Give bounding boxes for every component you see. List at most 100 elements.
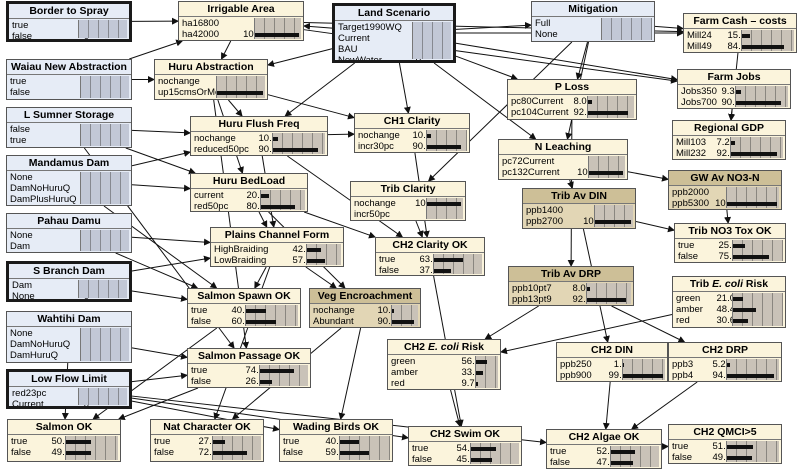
state-value: 0 (535, 29, 606, 40)
state-bar (427, 134, 431, 138)
state-bar (733, 308, 756, 312)
state-value: 90.0 (358, 141, 431, 152)
state-value: 56.5 (391, 356, 480, 367)
state-value: 92.0 (511, 107, 592, 118)
node-title: Regional GDP (673, 121, 785, 136)
node-pahau[interactable]: Pahau DamuNone0Dam0 (6, 213, 132, 253)
state-bar (434, 269, 451, 273)
node-sbranch[interactable]: S Branch DamDam0None0 (6, 261, 132, 302)
state-bar (434, 258, 463, 262)
node-lsumner[interactable]: L Sumner Storagefalse0true0 (6, 107, 132, 148)
node-mitigation[interactable]: MitigationFull0None0 (531, 1, 655, 42)
node-title: L Sumner Storage (7, 108, 131, 123)
state-value: 51.0 (672, 441, 731, 452)
node-irrigable[interactable]: Irrigable Areaha168000ha42000100 (178, 1, 304, 41)
state-bar (727, 374, 774, 378)
node-title: Huru Flush Freq (191, 117, 327, 132)
belief-bar-panel (475, 356, 498, 388)
node-title: P Loss (508, 80, 636, 95)
state-bar (733, 297, 743, 301)
node-title: Mitigation (532, 2, 654, 17)
state-value: 10.0 (313, 305, 396, 316)
node-title: CH2 E. coli Risk (388, 340, 500, 355)
state-bar (427, 145, 461, 149)
belief-bar-panel (216, 76, 265, 98)
node-border[interactable]: Border to Spraytrue0false0 (6, 1, 132, 42)
node-nleaching[interactable]: N Leachingpc72Current0pc132Current100 (498, 139, 628, 180)
node-land[interactable]: Land ScenarioTarget1990WQ0Current0BAU0Ne… (332, 3, 456, 63)
node-waiau[interactable]: Waiau New Abstractiontrue0false0 (6, 59, 132, 100)
state-value: 60.0 (191, 316, 250, 327)
state-bar (261, 194, 269, 198)
node-gwav[interactable]: GW Av NO3-Nppb20000ppb5300100 (668, 170, 782, 210)
node-title: CH2 Swim OK (409, 427, 521, 442)
state-value: 27.1 (154, 436, 217, 447)
state-value: 9.30 (681, 86, 740, 97)
node-tribdin[interactable]: Trib Av DINppb14000ppb2700100 (522, 188, 636, 229)
state-bar (742, 45, 784, 49)
state-bar (611, 461, 633, 465)
state-value: 9.76 (391, 378, 480, 389)
state-value: 49.0 (672, 452, 731, 463)
state-bar (623, 374, 663, 378)
state-value: 10.0 (194, 133, 277, 144)
node-title: CH2 DRP (669, 343, 781, 358)
node-title: CH1 Clarity (355, 114, 469, 129)
state-bar (733, 255, 769, 259)
state-value: 72.9 (154, 447, 217, 458)
state-value: 54.2 (412, 443, 475, 454)
belief-bar-panel (610, 446, 659, 467)
state-bar (307, 248, 321, 252)
node-lowflow[interactable]: Low Flow Limitred23pc0Current0 (6, 369, 132, 409)
state-value: 100 (672, 198, 731, 209)
belief-bar-panel (412, 22, 451, 59)
node-mandamus[interactable]: Mandamus DamNone0DamNoHuruQ0DamPlusHuruQ… (6, 155, 132, 206)
node-title: Trib E. coli Risk (673, 277, 785, 292)
belief-bar-panel (78, 280, 127, 298)
state-bar (727, 202, 777, 206)
state-value: 49.8 (11, 447, 70, 458)
node-huruabs[interactable]: Huru Abstractionnochange0up15cmsOrMore10… (154, 59, 268, 100)
state-value: 48.4 (676, 304, 735, 315)
state-bar (727, 445, 753, 449)
node-wahtihi[interactable]: Wahtihi DamNone0DamNoHuruQ0DamHuruQ0 (6, 311, 132, 363)
state-value: 100 (502, 167, 593, 178)
node-tribclarity[interactable]: Trib Claritynochange100incr50pc0 (350, 181, 466, 221)
belief-bar-panel (259, 365, 308, 386)
state-bar (476, 371, 483, 375)
node-title: Trib Clarity (351, 182, 465, 197)
state-value: 8.00 (512, 283, 591, 294)
state-bar (66, 440, 91, 444)
state-bar (471, 447, 496, 451)
belief-bar-panel (272, 133, 325, 154)
state-value: 80.0 (194, 201, 265, 212)
belief-bar-panel (426, 198, 463, 219)
belief-bar-panel (433, 254, 482, 274)
state-value: 59.5 (283, 447, 344, 458)
